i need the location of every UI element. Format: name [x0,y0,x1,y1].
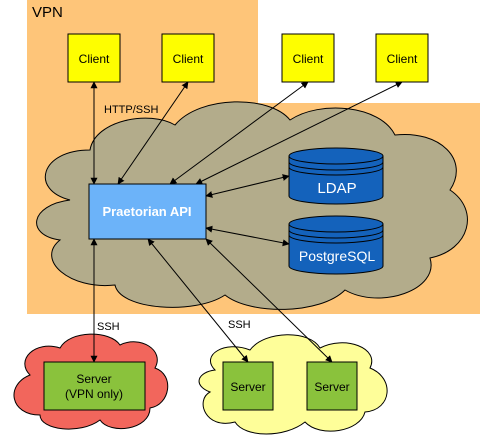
vpn-server-line1: Server [76,372,111,386]
vpn-server-box [43,361,146,411]
server-box-1 [222,361,274,411]
vpn-server-line2: (VPN only) [65,387,123,401]
ldap-label: LDAP [317,180,356,197]
client-box-4 [375,33,429,83]
client-box-3 [281,33,335,83]
client-label-3: Client [293,52,324,66]
edge-label-http-ssh: HTTP/SSH [104,104,158,116]
postgresql-label: PostgreSQL [299,248,375,264]
client-box-1 [67,33,121,83]
postgresql-database [288,215,384,275]
client-label-1: Client [79,52,110,66]
edge-api-server2 [205,238,333,363]
client-label-2: Client [173,52,204,66]
edge-api-ldap [205,174,290,198]
edge-client4-api [195,81,403,185]
api-label: Praetorian API [102,204,191,219]
server-label-1: Server [230,380,265,394]
vpn-label: VPN [32,4,63,21]
server-label-2: Server [314,380,349,394]
api-box [88,183,207,240]
client-label-4: Client [387,52,418,66]
edge-label-ssh-vpn: SSH [97,321,120,333]
edge-label-ssh-servers: SSH [228,319,251,331]
